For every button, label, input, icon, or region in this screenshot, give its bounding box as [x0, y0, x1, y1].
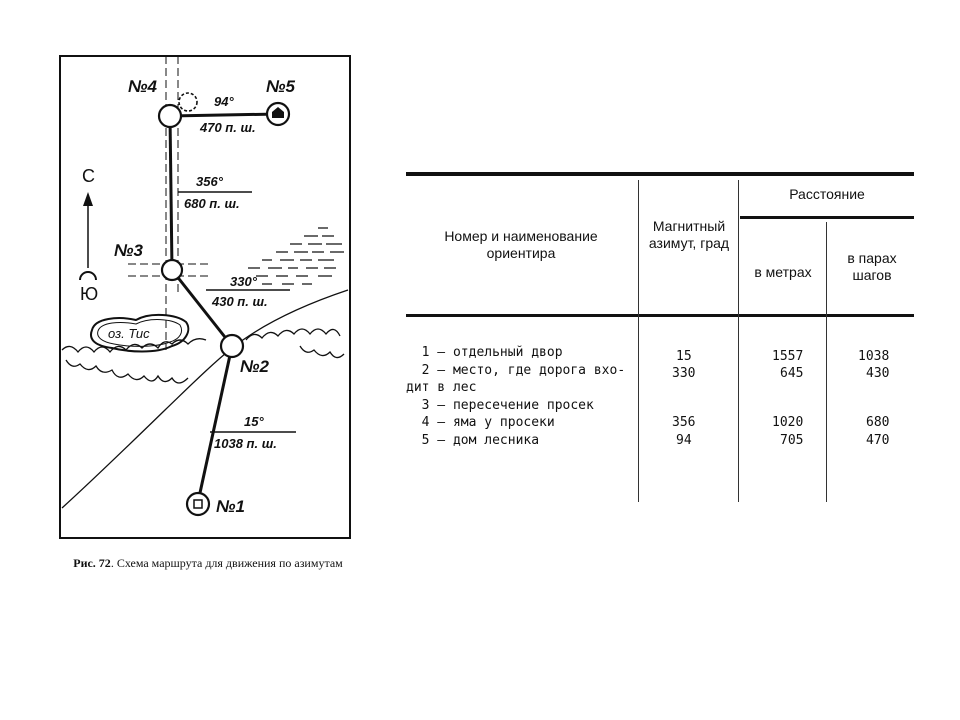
point-2-label: №2 [240, 357, 269, 376]
table-row-5-meters: 705 [780, 432, 804, 448]
table-top-rule [406, 172, 914, 176]
header-name: Номер и наименование ориентира [444, 228, 598, 261]
figure-number: Рис. 72 [73, 556, 111, 570]
table-row-5-steps: 470 [866, 432, 890, 448]
forest-scallops-lower [65, 345, 345, 384]
leg-4-distance: 470 п. ш. [199, 120, 256, 135]
table-row-4-meters: 1020 [772, 415, 804, 430]
north-label: С [82, 166, 95, 186]
header-distance: Расстояние [789, 186, 865, 202]
table-row-4-name: 4 – яма у просеки [406, 415, 555, 430]
table-row-1-name: 1 – отдельный двор [406, 345, 563, 360]
table-row-3-name: 3 – пересечение просек [406, 397, 594, 413]
distance-subrule [740, 216, 914, 219]
north-arrow-head [83, 192, 93, 206]
header-azimuth: Магнитный азимут, град [648, 218, 730, 251]
point-4-marker [157, 92, 198, 129]
road [61, 289, 349, 509]
header-bottom-rule [406, 314, 914, 317]
figure-caption: Рис. 72. Схема маршрута для движения по … [52, 556, 364, 571]
leg-1-distance: 1038 п. ш. [214, 436, 277, 451]
point-2-marker [219, 333, 245, 359]
map-frame [59, 55, 351, 539]
leg-2-azimuth: 330° [230, 274, 258, 289]
point-5-marker [265, 101, 291, 127]
header-steps: в парах шагов [847, 250, 897, 283]
point-5-label: №5 [266, 77, 295, 96]
lake [90, 314, 190, 353]
azimuth-table: Номер и наименование ориентира Магнитный… [406, 172, 914, 502]
lake-inner-ring [97, 319, 183, 347]
col-divider-1 [638, 180, 639, 502]
leg-3-distance: 680 п. ш. [184, 196, 240, 211]
point-4-label: №4 [128, 77, 157, 96]
table-row-5-name: 5 – дом лесника [406, 432, 540, 448]
lake-label: оз. Тис [108, 326, 150, 341]
col-divider-3 [826, 222, 827, 502]
col-divider-2 [738, 180, 739, 502]
header-meters: в метрах [754, 264, 812, 280]
point-3-marker [160, 258, 184, 282]
south-label: Ю [80, 284, 98, 304]
leg-2-distance: 430 п. ш. [211, 294, 268, 309]
table-row-1-steps: 1038 [858, 349, 890, 364]
table-row-2-steps: 430 [866, 366, 890, 381]
table-row-2b-name: дит в лес [406, 380, 477, 395]
table-row-4-azimuth: 356 [672, 415, 696, 430]
point-1-marker [185, 491, 211, 517]
route-lines [168, 112, 279, 503]
leg-3-azimuth: 356° [196, 174, 224, 189]
table-row-1-azimuth: 15 [676, 349, 692, 364]
south-semicircle [79, 271, 97, 281]
forest-boundary [61, 328, 341, 354]
swamp-hatching [248, 227, 344, 285]
figure-caption-text: . Схема маршрута для движения по азимута… [110, 556, 343, 570]
point-3-label: №3 [114, 241, 143, 260]
leg-1-azimuth: 15° [244, 414, 264, 429]
point-1-label: №1 [216, 497, 245, 516]
table-row-1-meters: 1557 [772, 349, 804, 364]
table-row-4-steps: 680 [866, 415, 890, 430]
table-row-2-name: 2 – место, где дорога вхо- [406, 362, 626, 378]
table-row-5-azimuth: 94 [676, 432, 692, 448]
table-row-2-meters: 645 [780, 366, 804, 381]
leg-4-azimuth: 94° [214, 94, 234, 109]
table-row-2-azimuth: 330 [672, 366, 696, 381]
